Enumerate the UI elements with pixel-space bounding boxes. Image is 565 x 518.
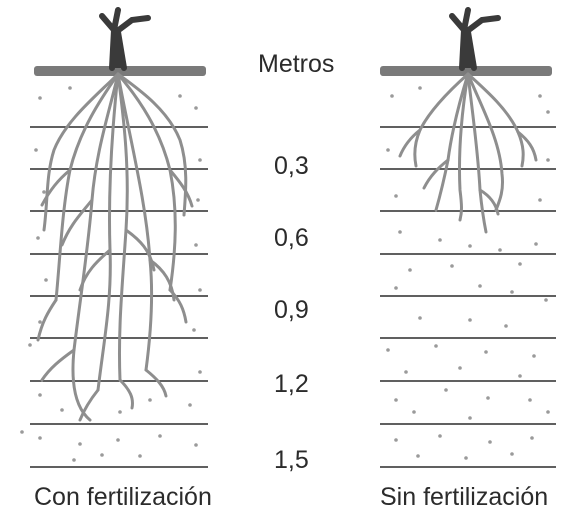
depth-unit-label: Metros: [258, 50, 335, 78]
left-ground-surface: [34, 66, 206, 76]
right-soil-profile: [380, 7, 556, 468]
right-ground-surface: [380, 66, 552, 76]
depth-label-0-9: 0,9: [274, 296, 309, 324]
left-plant-stem: [99, 7, 151, 71]
left-soil-profile: [20, 7, 208, 468]
right-root-system: [398, 72, 538, 234]
depth-label-1-2: 1,2: [274, 370, 309, 398]
right-plant-stem: [449, 7, 501, 71]
depth-label-0-6: 0,6: [274, 224, 309, 252]
depth-label-0-3: 0,3: [274, 152, 309, 180]
depth-label-1-5: 1,5: [274, 446, 309, 474]
left-root-system: [36, 72, 194, 422]
right-caption: Sin fertilización: [380, 483, 549, 511]
right-soil-particles: [386, 86, 550, 460]
left-depth-lines: [30, 126, 208, 468]
left-soil-particles: [20, 86, 202, 462]
right-depth-lines: [380, 126, 556, 468]
left-caption: Con fertilización: [34, 483, 212, 511]
